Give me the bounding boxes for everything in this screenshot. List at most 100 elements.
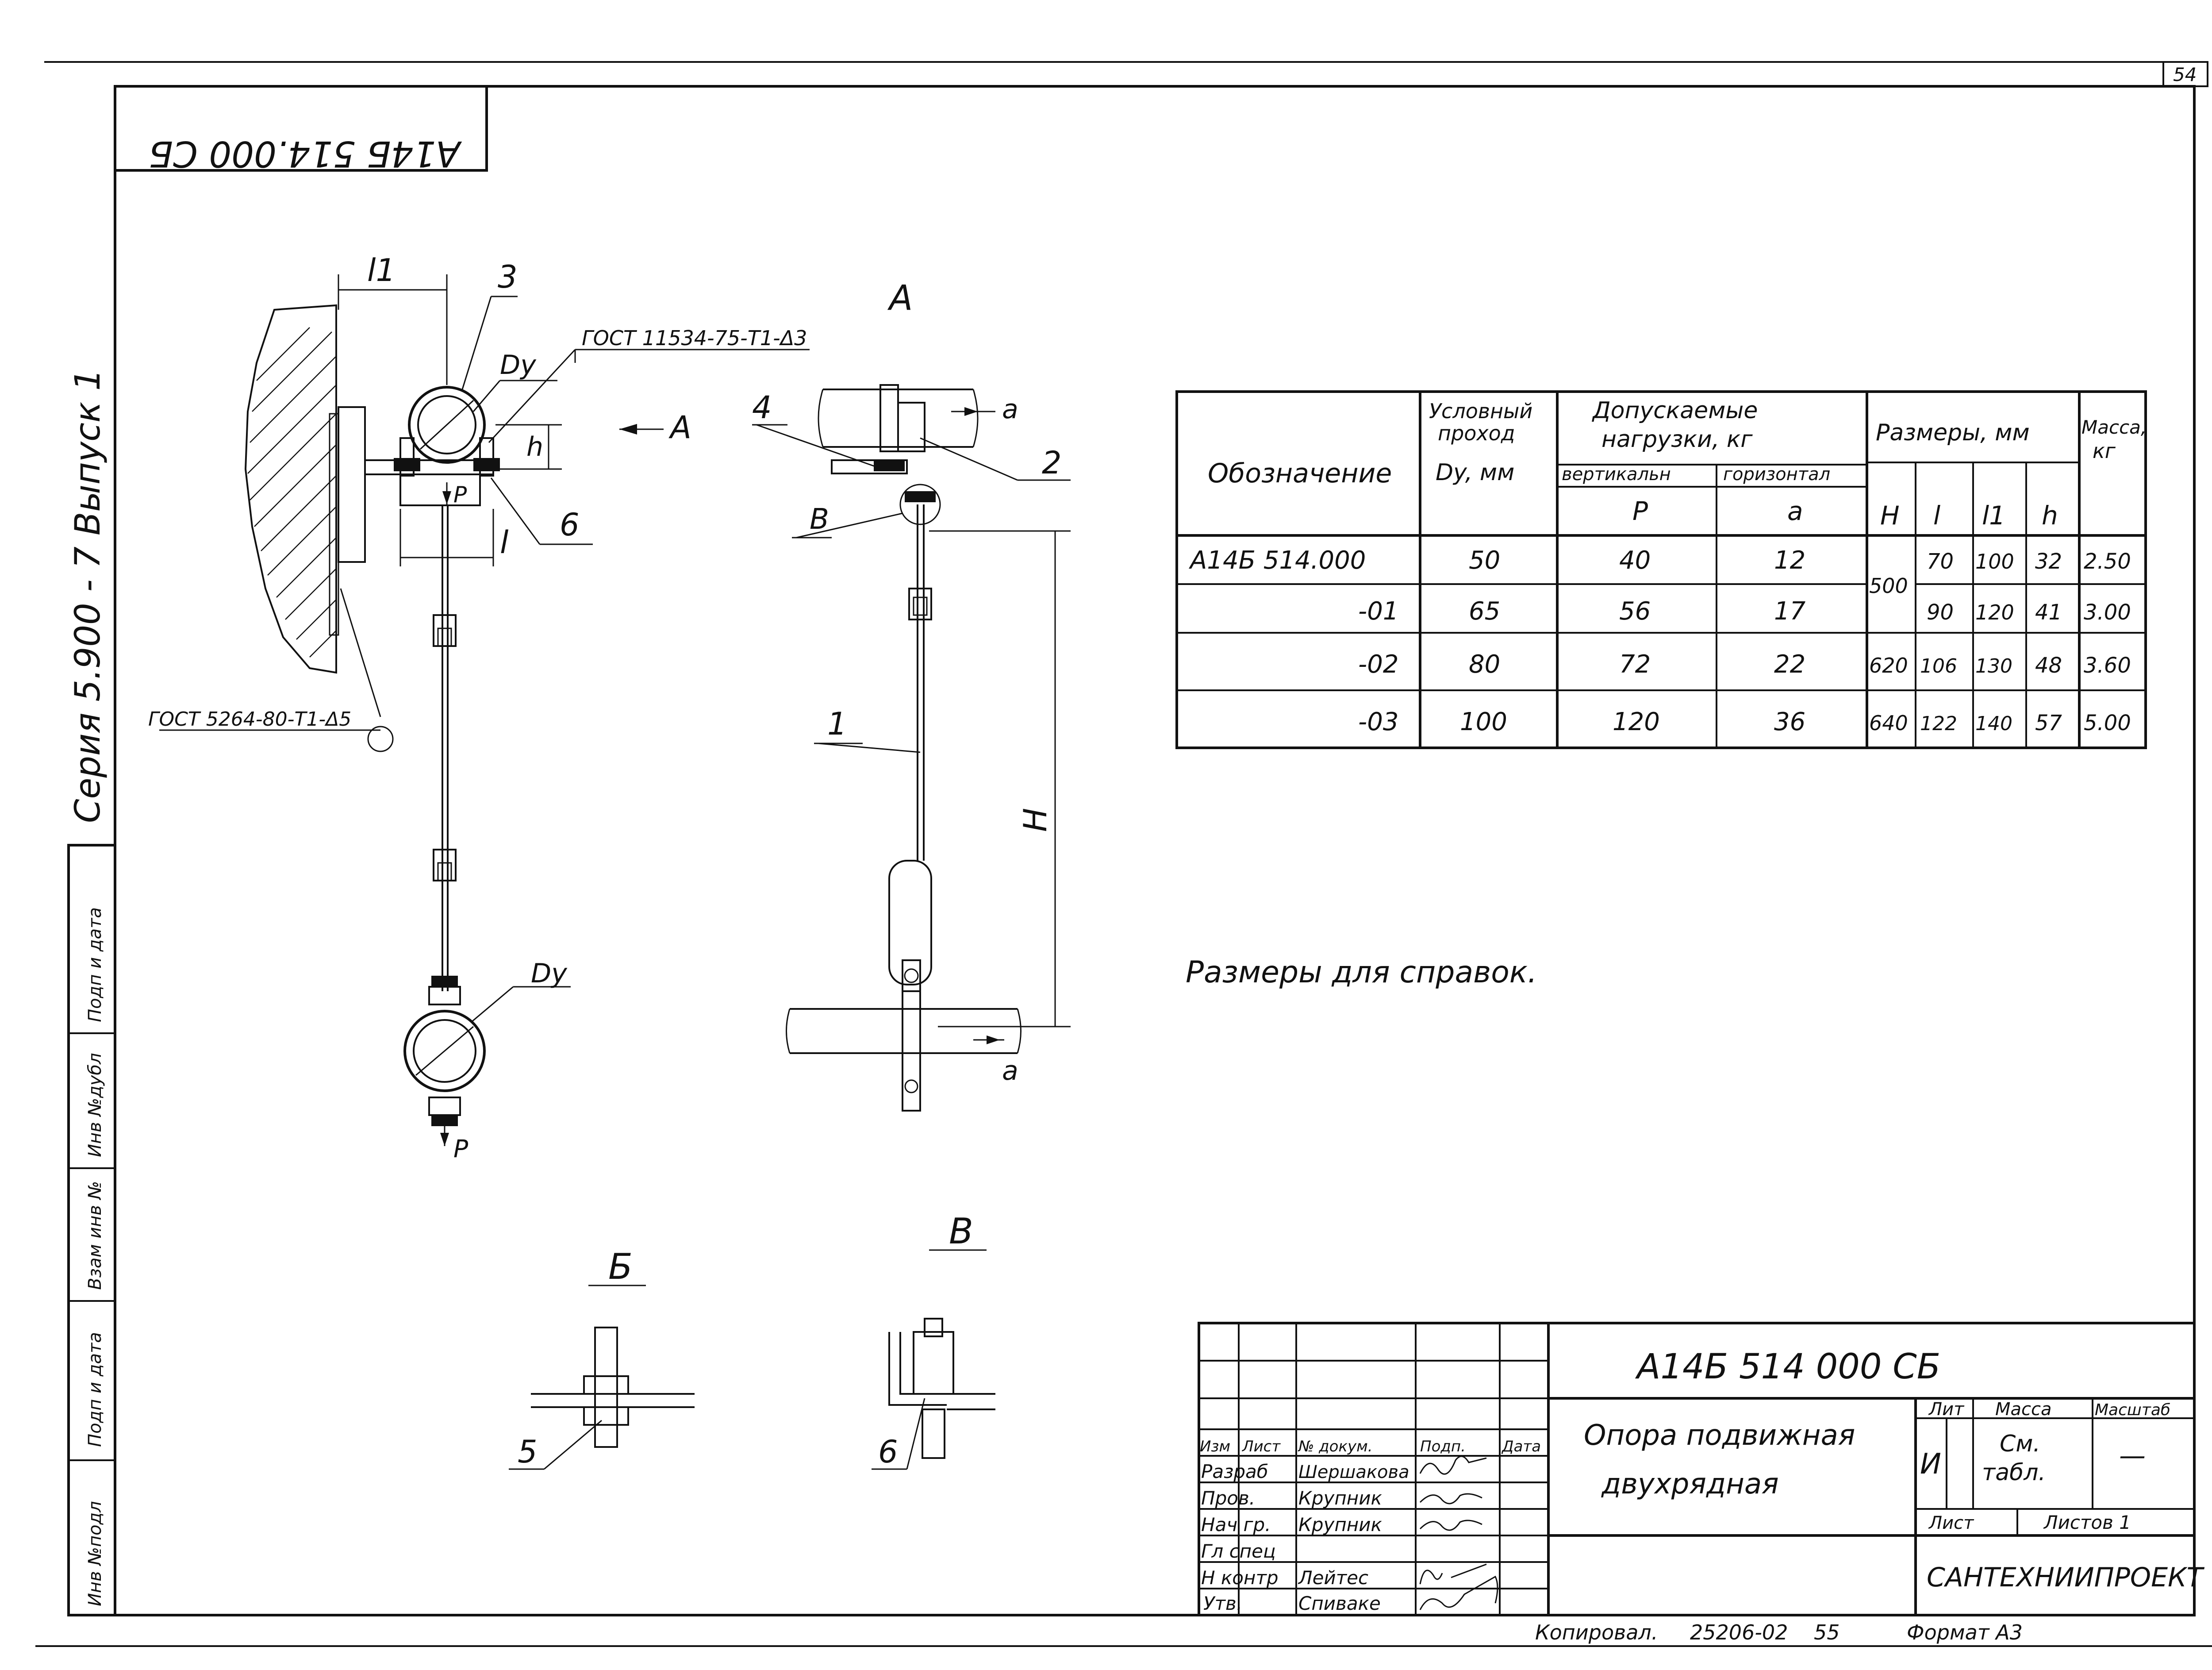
title-code: А14Б 514 000 СБ	[1635, 1347, 1940, 1387]
detail-v-title: В	[949, 1211, 973, 1252]
sheet-frame: 54	[35, 61, 2212, 1647]
col-list: Лист	[1241, 1438, 1281, 1455]
th-H: H	[1880, 500, 1900, 531]
detail-b-title: Б	[608, 1246, 633, 1287]
cell-du: 65	[1469, 597, 1500, 626]
note-text: Размеры для справок.	[1186, 955, 1537, 990]
label-p-bottom: P	[453, 1135, 469, 1163]
callout-b: В	[810, 503, 829, 536]
th-l1: l1	[1982, 500, 2005, 531]
label-du-bottom: Dy	[531, 958, 568, 989]
cell-p: 72	[1619, 650, 1651, 679]
stamp-inv-podl: Инв №подл	[85, 1501, 105, 1606]
name-utv: Спиваке	[1298, 1593, 1381, 1614]
cell-designation: -02	[1358, 650, 1398, 679]
pipe-bottom-outer	[403, 1010, 486, 1092]
cell-l: 106	[1920, 655, 1957, 677]
scale-value: —	[2119, 1440, 2146, 1471]
role-n-kontr: Н контр	[1201, 1567, 1279, 1589]
cell-l: 122	[1920, 712, 1957, 735]
title-name-1: Опора подвижная	[1584, 1419, 1855, 1452]
weld-note-top: ГОСТ 11534-75-Т1-Δ3	[582, 326, 807, 350]
cell-l1: 140	[1975, 712, 2012, 735]
cell-a: 36	[1774, 708, 1805, 736]
cell-p: 56	[1619, 597, 1651, 626]
role-razrab: Разраб	[1201, 1461, 1268, 1482]
th-horizontal: горизонтал	[1723, 464, 1830, 485]
sheet-number: 54	[2173, 64, 2197, 85]
margin-stamp: Инв №подл Подп и дата Взам инв № Инв №ду…	[67, 844, 116, 1616]
cell-designation: -01	[1358, 597, 1398, 626]
cell-l: 70	[1927, 549, 1954, 574]
cell-mass: 2.50	[2084, 549, 2131, 574]
sheets-label: Листов 1	[2043, 1512, 2131, 1533]
cell-mass: 3.00	[2084, 600, 2131, 625]
th-designation: Обозначение	[1208, 458, 1392, 489]
table-row: -01 65 56 17 90 120 41 3.00	[1358, 597, 2131, 626]
label-du-top: Dy	[500, 350, 537, 381]
label-a-bottom: a	[1002, 1055, 1018, 1086]
footer-format: Формат А3	[1907, 1620, 2023, 1644]
th-h: h	[2042, 500, 2058, 531]
cell-h: 48	[2035, 653, 2062, 678]
callout-4: 4	[752, 389, 772, 426]
cell-mass: 5.00	[2084, 711, 2131, 735]
wall-section	[244, 304, 337, 674]
role-utv: Утв.	[1203, 1593, 1242, 1614]
front-view: А a 4 2 В 1	[752, 278, 1071, 1112]
front-view-title: А	[887, 278, 913, 318]
cell-p: 120	[1613, 708, 1660, 736]
mass-label: Масса	[1995, 1399, 2052, 1420]
col-doc: № докум.	[1298, 1438, 1373, 1455]
cell-designation: -03	[1358, 708, 1398, 736]
table-row: А14Б 514.000 50 40 12 500 70 100 32 2.50	[1189, 546, 2131, 598]
stamp-inv-dubl: Инв №дубл	[85, 1053, 105, 1157]
th-mass-1: Масса,	[2081, 416, 2147, 438]
series-label: Серия 5.900 - 7 Выпуск 1	[68, 369, 108, 823]
th-loads-1: Допускаемые	[1592, 397, 1758, 424]
view-arrow-a: А	[668, 409, 691, 446]
th-nominal-3: Dy, мм	[1436, 459, 1514, 486]
cell-a: 17	[1774, 597, 1806, 626]
lower-clamp	[888, 860, 932, 985]
signatures	[1419, 1455, 1498, 1610]
weld-note-left: ГОСТ 5264-80-Т1-Δ5	[148, 708, 351, 731]
footer: Копировал. 25206-02 55 Формат А3	[1535, 1620, 2023, 1644]
cell-H: 500	[1869, 574, 1908, 598]
footer-sheet-no: 55	[1814, 1620, 1840, 1644]
th-nominal-1: Условный	[1429, 399, 1532, 423]
footer-order: 25206-02	[1690, 1620, 1788, 1644]
cell-a: 22	[1774, 650, 1805, 679]
table-row: -03 100 120 36 640 122 140 57 5.00	[1358, 708, 2131, 736]
th-sizes: Размеры, мм	[1876, 419, 2030, 446]
sheet-label: Лист	[1928, 1513, 1974, 1533]
mass-value-2: табл.	[1982, 1459, 2046, 1486]
th-nominal-2: проход	[1438, 421, 1515, 445]
top-code-box: А14Б 514.000 СБ	[114, 85, 488, 174]
detail-b-callout: 5	[518, 1434, 538, 1470]
stamp-podp-data-2: Подп и дата	[85, 907, 105, 1022]
role-gl-spec: Гл спец	[1201, 1540, 1276, 1562]
name-n-kontr: Лейтес	[1298, 1567, 1368, 1589]
th-loads-2: нагрузки, кг	[1601, 426, 1753, 453]
cell-h: 32	[2035, 549, 2062, 574]
dim-l: l	[500, 524, 509, 561]
wall-plate	[338, 406, 366, 563]
th-vertical: вертикальн	[1562, 464, 1671, 485]
stamp-vzam-inv: Взам инв №	[85, 1181, 105, 1290]
callout-3: 3	[498, 259, 518, 295]
scale-label: Масштаб	[2095, 1401, 2170, 1419]
detail-b: Б 5	[509, 1246, 695, 1470]
cell-p: 40	[1619, 546, 1651, 575]
detail-v: В 6	[872, 1211, 995, 1470]
col-podp: Подп.	[1420, 1438, 1466, 1455]
cell-a: 12	[1774, 546, 1805, 575]
title-name-2: двухрядная	[1601, 1468, 1779, 1501]
cell-du: 50	[1469, 546, 1500, 575]
cell-du: 100	[1460, 708, 1507, 736]
th-a: a	[1787, 496, 1803, 526]
col-date: Дата	[1501, 1438, 1541, 1455]
cell-l1: 100	[1975, 550, 2014, 573]
footer-copied: Копировал.	[1535, 1620, 1658, 1644]
